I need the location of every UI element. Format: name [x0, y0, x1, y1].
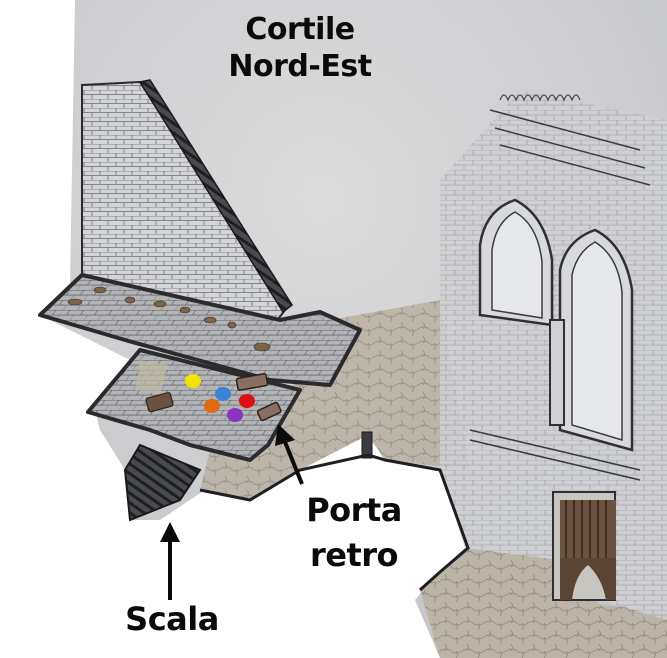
- back-door-mat: [256, 401, 282, 422]
- courtyard-cobblestones: [200, 300, 470, 500]
- gothic-window-right: [558, 228, 634, 452]
- map-title: Cortile Nord-Est: [200, 12, 400, 85]
- orange-token[interactable]: [204, 399, 220, 413]
- tower: [440, 90, 667, 620]
- portcullis-door: [552, 491, 616, 601]
- back-door-label-line-2: retro: [309, 535, 399, 574]
- upper-floor: [38, 273, 362, 387]
- wooden-table: [145, 391, 174, 413]
- stair-wall: [81, 79, 293, 332]
- gothic-window-left: [478, 198, 554, 327]
- stairs-down: [123, 443, 202, 522]
- debris: [67, 286, 271, 352]
- yellow-token[interactable]: [185, 374, 201, 388]
- courtyard-cobblestones-lower: [420, 548, 667, 658]
- arrow-to-back-door: [275, 424, 304, 485]
- map-title-line-1: Cortile: [245, 12, 355, 47]
- back-door-label: Porta retro: [290, 488, 418, 578]
- character-tokens: [185, 374, 255, 422]
- back-door-label-line-1: Porta: [306, 491, 402, 529]
- window-column: [549, 319, 565, 426]
- map-title-line-2: Nord-Est: [228, 48, 372, 84]
- stairs-label: Scala: [125, 600, 219, 638]
- purple-token[interactable]: [227, 408, 243, 422]
- wall-outline: [199, 453, 470, 592]
- lower-room: [86, 348, 302, 462]
- arrow-to-stairs: [160, 522, 180, 600]
- wall-post: [361, 431, 373, 459]
- red-token[interactable]: [239, 394, 255, 408]
- blue-token[interactable]: [215, 387, 231, 401]
- door-mat-top: [235, 373, 269, 391]
